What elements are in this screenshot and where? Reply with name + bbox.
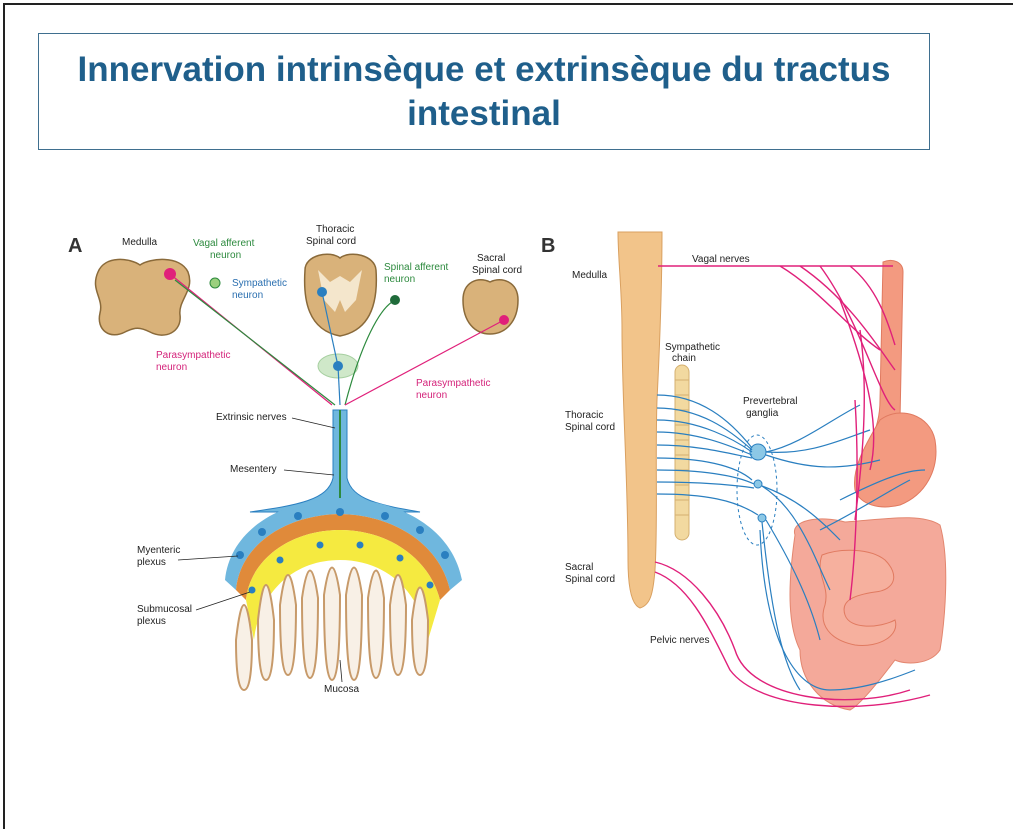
b-label-prevertebral-2: ganglia [746,408,779,419]
b-label-prevertebral-1: Prevertebral [743,396,797,407]
a-label-spinal-afferent-1: Spinal afferent [384,262,449,273]
b-label-vagal-nerves: Vagal nerves [692,254,750,265]
inferior-mesenteric-ganglion [758,514,766,522]
panel-b-letter: B [541,235,555,257]
a-label-vagal-afferent-2: neuron [210,250,241,261]
a-label-sacral-2: Spinal cord [472,265,522,276]
spinal-column [618,232,662,608]
sacral-cord-section [463,280,518,334]
a-label-vagal-afferent-1: Vagal afferent [193,238,255,249]
celiac-ganglion [750,444,766,460]
stomach [854,413,935,507]
mucosa-villi [236,568,428,691]
a-label-medulla: Medulla [122,237,157,248]
superior-mesenteric-ganglion [754,480,762,488]
a-label-extrinsic: Extrinsic nerves [216,412,287,423]
a-label-sacral-1: Sacral [477,253,505,264]
panel-a-letter: A [68,235,82,257]
a-label-mucosa: Mucosa [324,684,359,695]
a-label-myenteric-2: plexus [137,557,166,568]
b-label-sacral-2: Spinal cord [565,574,615,585]
a-leader-mucosa [340,660,342,682]
colon [790,518,946,710]
mesentery [250,410,420,512]
a-label-spinal-afferent-2: neuron [384,274,415,285]
a-label-parasymp-right-1: Parasympathetic [416,378,490,389]
a-leader-extrinsic [292,418,335,428]
a-label-submucosal-2: plexus [137,616,166,627]
a-label-parasymp-left-1: Parasympathetic [156,350,230,361]
b-label-sympathetic-chain-2: chain [672,353,696,364]
a-label-myenteric-1: Myenteric [137,545,180,556]
a-leader-myenteric [178,556,238,560]
a-label-thoracic-2: Spinal cord [306,236,356,247]
a-label-submucosal-1: Submucosal [137,604,192,615]
sympathetic-chain [675,365,689,540]
spinal-afferent-soma [390,295,400,305]
medulla-section [95,259,189,335]
a-label-sympathetic-2: neuron [232,290,263,301]
b-label-medulla: Medulla [572,270,607,281]
b-label-thoracic-1: Thoracic [565,410,603,421]
a-label-parasymp-left-2: neuron [156,362,187,373]
b-label-sacral-1: Sacral [565,562,593,573]
a-label-sympathetic-1: Sympathetic [232,278,287,289]
a-label-parasymp-right-2: neuron [416,390,447,401]
a-label-mesentery: Mesentery [230,464,277,475]
a-label-thoracic-1: Thoracic [316,224,354,235]
b-label-thoracic-2: Spinal cord [565,422,615,433]
b-label-sympathetic-chain-1: Sympathetic [665,342,720,353]
a-leader-mesentery [284,470,334,475]
vagal-afferent-soma [210,278,220,288]
b-label-pelvic-nerves: Pelvic nerves [650,635,709,646]
